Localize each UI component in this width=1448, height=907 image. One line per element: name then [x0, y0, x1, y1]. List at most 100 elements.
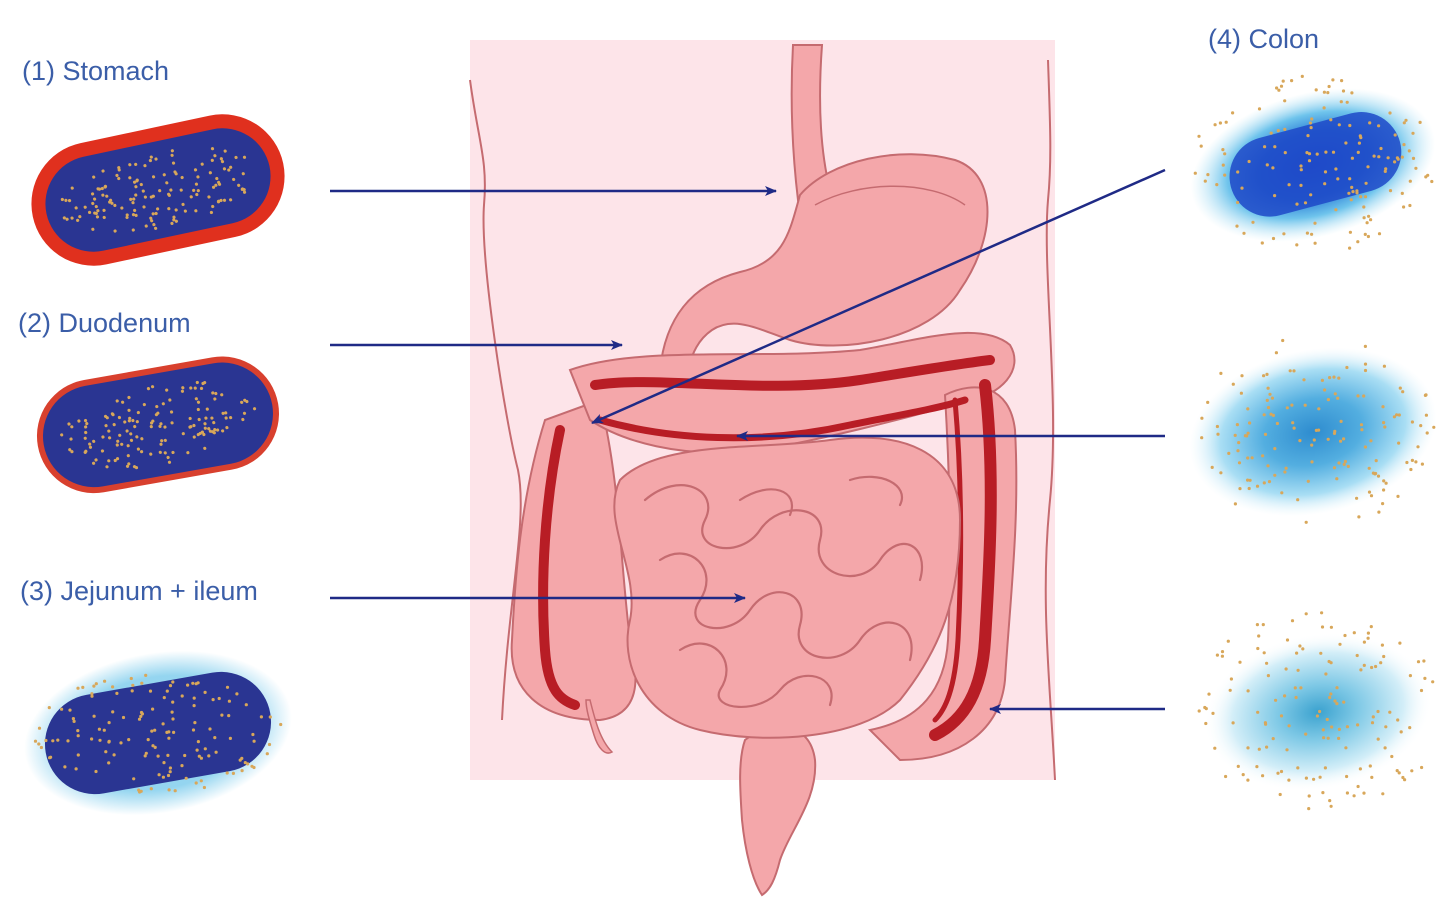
bacterium-dot: [1377, 510, 1380, 513]
bacterium-dot: [141, 712, 144, 715]
rectum: [740, 727, 815, 895]
bacterium-dot: [1368, 467, 1371, 470]
bacterium-dot: [1388, 111, 1391, 114]
bacterium-dot: [1262, 623, 1265, 626]
bacterium-dot: [227, 714, 230, 717]
bacterium-dot: [1401, 156, 1404, 159]
bacterium-dot: [1291, 619, 1294, 622]
bacterium-dot: [167, 737, 170, 740]
bacterium-dot: [1240, 187, 1243, 190]
bacterium-dot: [1236, 170, 1239, 173]
bacterium-dot: [1364, 369, 1367, 372]
bacterium-dot: [1308, 152, 1311, 155]
label-colon: (4) Colon: [1208, 24, 1319, 54]
bacterium-dot: [1379, 147, 1382, 150]
bacterium-dot: [1227, 452, 1230, 455]
bacterium-dot: [1424, 393, 1427, 396]
bacterium-dot: [1322, 728, 1325, 731]
bacterium-dot: [1350, 198, 1353, 201]
bacterium-dot: [266, 752, 269, 755]
bacterium-dot: [228, 700, 231, 703]
bacterium-dot: [1238, 487, 1241, 490]
bacterium-dot: [1237, 441, 1240, 444]
bacterium-dot: [1308, 159, 1311, 162]
bacterium-dot: [1234, 434, 1237, 437]
bacterium-dot: [1367, 632, 1370, 635]
bacterium-dot: [203, 786, 206, 789]
bacterium-dot: [1263, 413, 1266, 416]
bacterium-dot: [1321, 625, 1324, 628]
bacterium-dot: [34, 740, 37, 743]
bacterium-dot: [1363, 641, 1366, 644]
bacterium-dot: [1332, 151, 1335, 154]
bacterium-dot: [1299, 164, 1302, 167]
bacterium-dot: [1416, 445, 1419, 448]
bacterium-dot: [1280, 770, 1283, 773]
bacterium-dot: [1398, 413, 1401, 416]
bacterium-dot: [1295, 652, 1298, 655]
bacterium-dot: [1221, 650, 1224, 653]
bacterium-dot: [1310, 126, 1313, 129]
bacterium-dot: [1347, 192, 1350, 195]
bacterium-dot: [1272, 737, 1275, 740]
bacterium-dot: [1319, 652, 1322, 655]
bacterium-dot: [138, 790, 141, 793]
bacterium-dot: [1342, 701, 1345, 704]
bacterium-dot: [1246, 779, 1249, 782]
bacterium-dot: [1369, 439, 1372, 442]
bacterium-dot: [1295, 696, 1298, 699]
bacterium-dot: [1424, 175, 1427, 178]
bacterium-dot: [38, 727, 41, 730]
bacterium-dot: [1242, 773, 1245, 776]
bacterium-dot: [1333, 699, 1336, 702]
bacterium-dot: [191, 682, 194, 685]
bacterium-dot: [1373, 155, 1376, 158]
bacterium-dot: [1264, 433, 1267, 436]
bacterium-dot: [1327, 398, 1330, 401]
bacterium-dot: [1231, 111, 1234, 114]
bacterium-dot: [1213, 747, 1216, 750]
bacterium-dot: [1230, 677, 1233, 680]
bacterium-dot: [1366, 165, 1369, 168]
bacterium-dot: [1326, 718, 1329, 721]
bacterium-dot: [1305, 777, 1308, 780]
bacterium-dot: [1397, 442, 1400, 445]
bacterium-dot: [1246, 479, 1249, 482]
bacterium-dot: [1320, 611, 1323, 614]
bacterium-dot: [1335, 477, 1338, 480]
bacterium-dot: [1256, 711, 1259, 714]
bacterium-dot: [1333, 430, 1336, 433]
bacterium-dot: [1235, 225, 1238, 228]
bacterium-dot: [1423, 677, 1426, 680]
bacterium-dot: [1330, 725, 1333, 728]
bacterium-dot: [162, 722, 165, 725]
bacterium-dot: [1304, 404, 1307, 407]
bacterium-dot: [252, 766, 255, 769]
bacterium-dot: [183, 754, 186, 757]
bacterium-dot: [1364, 445, 1367, 448]
bacterium-dot: [1356, 240, 1359, 243]
bacterium-dot: [93, 715, 96, 718]
bacterium-dot: [1312, 778, 1315, 781]
bacterium-dot: [1221, 148, 1224, 151]
bacterium-dot: [1248, 421, 1251, 424]
bacterium-dot: [1384, 725, 1387, 728]
bacterium-dot: [1257, 634, 1260, 637]
bacterium-dot: [95, 682, 98, 685]
label-jejunum-ileum: (3) Jejunum + ileum: [20, 576, 258, 606]
bacterium-dot: [76, 687, 79, 690]
bacterium-dot: [1207, 693, 1210, 696]
bacterium-dot: [1236, 449, 1239, 452]
bacterium-dot: [75, 767, 78, 770]
bacterium-dot: [1285, 667, 1288, 670]
bacterium-dot: [246, 762, 249, 765]
bacterium-dot: [1396, 718, 1399, 721]
bacterium-dot: [1328, 799, 1331, 802]
bacterium-dot: [1367, 235, 1370, 238]
bacterium-dot: [1273, 194, 1276, 197]
bacterium-dot: [1381, 405, 1384, 408]
bacterium-dot: [1297, 669, 1300, 672]
bacterium-dot: [144, 674, 147, 677]
bacterium-dot: [1388, 711, 1391, 714]
